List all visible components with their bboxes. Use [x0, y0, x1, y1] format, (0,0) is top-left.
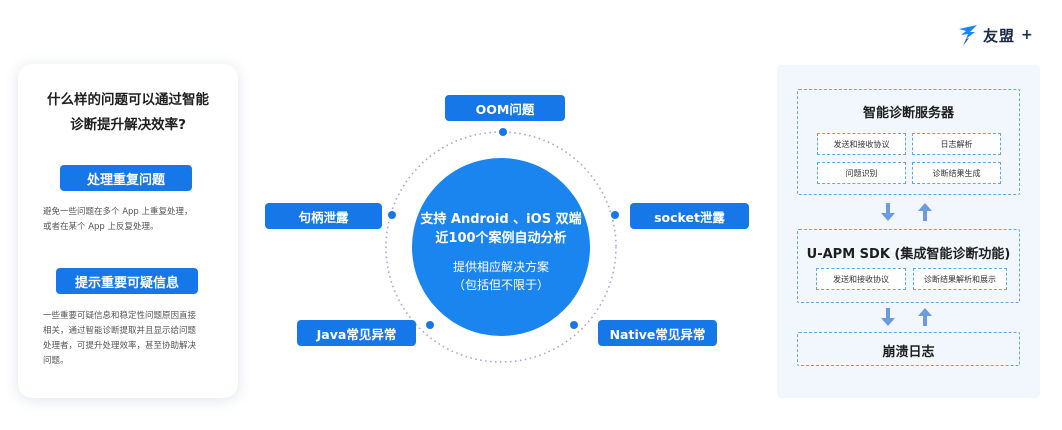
orbit-dot-native	[570, 321, 578, 329]
question-title-line2: 诊断提升解决效率?	[70, 117, 186, 133]
orbit-dot-java	[426, 321, 434, 329]
arrow-up-icon	[918, 203, 932, 221]
hub-cases-text: 近100个案例自动分析	[435, 231, 567, 246]
suspicious-info-description: 一些重要可疑信息和稳定性问题原因直接 相关，通过智能诊断提取并且显示给问题 处理…	[43, 309, 238, 369]
sdk-item-result-display: 诊断结果解析和展示	[913, 268, 1007, 290]
repeat-issue-badge: 处理重复问题	[60, 165, 192, 191]
apm-sdk-title: U-APM SDK (集成智能诊断功能)	[806, 247, 1011, 262]
orbit-dot-oom	[499, 128, 507, 136]
question-title-line1: 什么样的问题可以通过智能	[47, 92, 209, 108]
server-item-result-generation: 诊断结果生成	[912, 162, 1001, 184]
arrow-down-icon	[881, 203, 895, 221]
orbit-dot-handle	[388, 211, 396, 219]
sdk-item-protocol: 发送和接收协议	[816, 268, 906, 290]
suspicious-desc-line1: 一些重要可疑信息和稳定性问题原因直接	[43, 311, 197, 321]
issue-socket-leak-label: socket泄露	[630, 203, 749, 229]
suspicious-desc-line4: 问题。	[43, 356, 69, 366]
brand-logo: 友盟 +	[957, 22, 1033, 48]
diagnosis-server-title: 智能诊断服务器	[862, 106, 954, 121]
architecture-panel: 智能诊断服务器 发送和接收协议 日志解析 问题识别 诊断结果生成 U-APM S…	[777, 65, 1040, 398]
repeat-desc-line1: 避免一些问题在多个 App 上重复处理，	[43, 207, 193, 217]
issue-oom-label: OOM问题	[445, 95, 565, 121]
hub-scope-text: （包括但不限于）	[452, 278, 549, 292]
logo-bird-icon	[959, 25, 977, 46]
repeat-desc-line2: 或者在某个 App 上反复处理。	[43, 222, 159, 232]
logo-plus: +	[1021, 27, 1033, 43]
issue-java-exception-label: Java常见异常	[297, 320, 416, 346]
suspicious-info-badge: 提示重要可疑信息	[56, 268, 198, 294]
arrow-up-icon	[918, 308, 932, 326]
diagnosis-server-box: 智能诊断服务器 发送和接收协议 日志解析 问题识别 诊断结果生成	[797, 89, 1020, 195]
issue-native-exception-label: Native常见异常	[598, 320, 717, 346]
repeat-issue-description: 避免一些问题在多个 App 上重复处理， 或者在某个 App 上反复处理。	[43, 205, 233, 235]
arrow-down-icon	[881, 308, 895, 326]
crash-log-title: 崩溃日志	[882, 345, 935, 360]
apm-sdk-box: U-APM SDK (集成智能诊断功能) 发送和接收协议 诊断结果解析和展示	[797, 229, 1020, 303]
logo-text: 友盟	[983, 26, 1016, 45]
crash-log-box: 崩溃日志	[797, 332, 1020, 366]
server-item-issue-recognition: 问题识别	[817, 162, 906, 184]
suspicious-desc-line2: 相关，通过智能诊断提取并且显示给问题	[43, 326, 197, 336]
orbit-dot-socket	[611, 211, 619, 219]
suspicious-desc-line3: 处理者，可提升处理效率，甚至协助解决	[43, 341, 197, 351]
question-title: 什么样的问题可以通过智能 诊断提升解决效率?	[18, 88, 238, 138]
hub-solution-text: 提供相应解决方案	[452, 260, 549, 274]
issue-handle-leak-label: 句柄泄露	[265, 203, 382, 229]
server-item-log-parsing: 日志解析	[912, 133, 1001, 155]
diagnosis-hub: 支持 Android 、iOS 双端 近100个案例自动分析 提供相应解决方案 …	[412, 158, 590, 336]
hub-platform-text: 支持 Android 、iOS 双端	[420, 212, 582, 227]
server-item-protocol: 发送和接收协议	[817, 133, 906, 155]
question-card: 什么样的问题可以通过智能 诊断提升解决效率? 处理重复问题 避免一些问题在多个 …	[18, 64, 238, 398]
